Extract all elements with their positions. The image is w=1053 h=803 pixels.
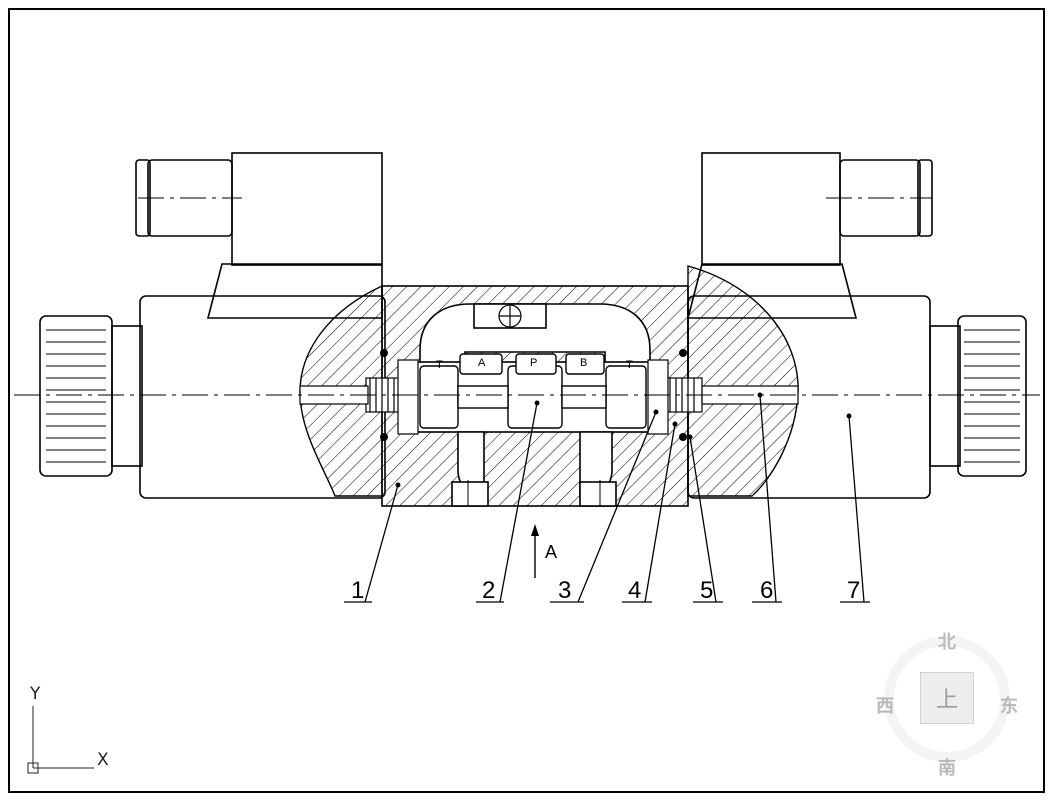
left-solenoid-housing	[39, 152, 386, 499]
center-plug-symbol	[498, 304, 522, 328]
valve-spool	[419, 353, 647, 429]
view-arrow: A	[531, 524, 557, 578]
ucs-icon	[27, 706, 94, 774]
port-label-p: P	[530, 357, 537, 369]
port-label-b: B	[580, 357, 587, 369]
callout-number: 7	[847, 577, 860, 604]
view-arrow-label: A	[545, 542, 557, 562]
drawing-frame	[8, 8, 1045, 793]
ucs-y-label: Y	[30, 684, 41, 704]
viewcube-south[interactable]: 南	[938, 758, 956, 779]
centerlines	[14, 197, 1040, 512]
viewcube-face-top[interactable]: 上	[920, 672, 974, 724]
callout-number: 3	[558, 577, 571, 604]
ucs-x-label: X	[97, 750, 109, 770]
viewcube-east[interactable]: 东	[1000, 696, 1018, 717]
viewcube-compass-ring[interactable]	[884, 636, 1010, 762]
callout-number: 4	[628, 577, 641, 604]
callout-number: 6	[760, 577, 773, 604]
o-ring-markers	[380, 349, 687, 441]
callout-number: 5	[700, 577, 713, 604]
viewcube-west[interactable]: 西	[876, 696, 894, 717]
port-label-t-left: T	[436, 359, 443, 371]
viewcube-north[interactable]: 北	[938, 632, 956, 653]
callout-leader-dots	[395, 392, 852, 488]
callout-leaders	[344, 394, 870, 603]
port-label-a: A	[478, 357, 486, 369]
callout-number: 2	[482, 577, 495, 604]
callout-number: 1	[351, 577, 364, 604]
port-label-t-right: T	[626, 359, 633, 371]
